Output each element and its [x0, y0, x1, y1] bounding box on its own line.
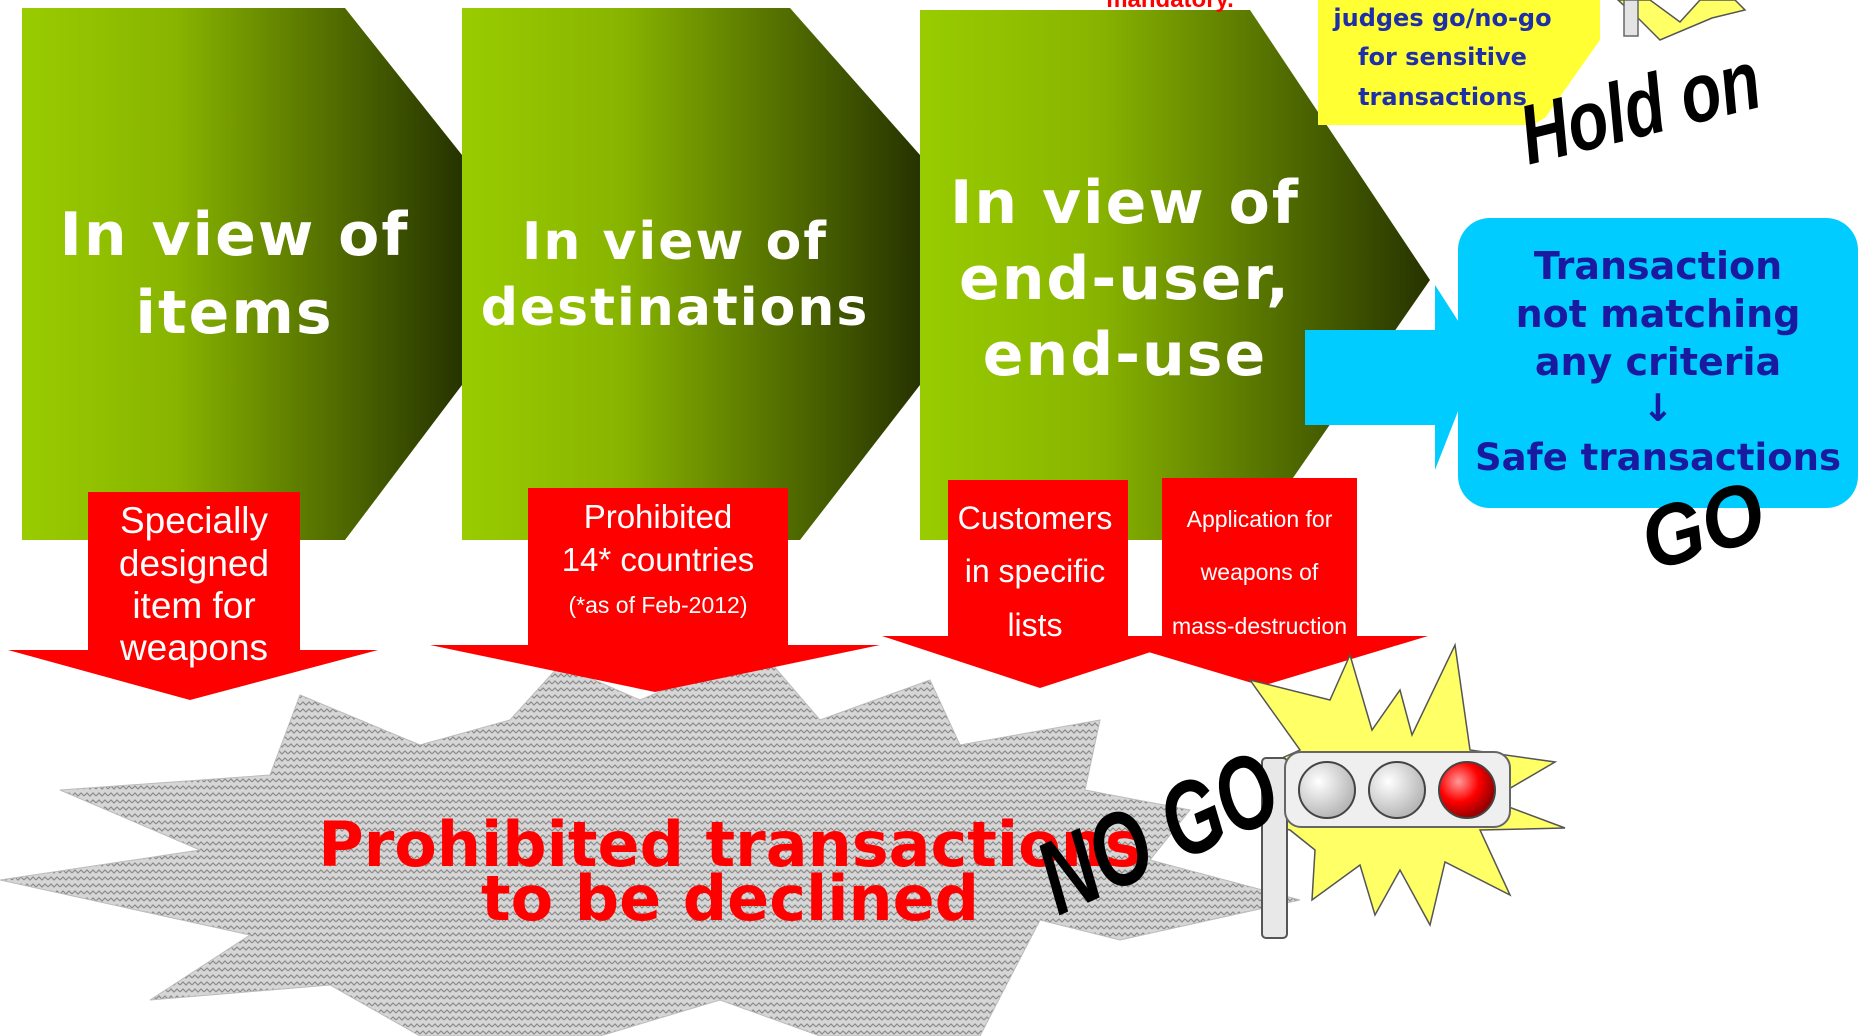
stage-title-items-line-2: items	[135, 278, 334, 348]
yellow-note-line-2: for sensitive	[1358, 43, 1527, 71]
traffic-light-post	[1261, 757, 1288, 939]
criteria-end-user-line-3: lists	[1007, 607, 1063, 643]
criteria-wmd-line-3: mass-destruction	[1171, 613, 1348, 639]
hold-signal-post	[1623, 0, 1639, 37]
yellow-lamp-off	[1368, 761, 1426, 819]
safe-arrow	[1305, 285, 1480, 470]
stage-title-end-user-line-3: end-use	[982, 320, 1268, 390]
safe-box-line-1: Transaction	[1533, 244, 1783, 288]
yellow-note-box	[1318, 0, 1600, 125]
stage-title-items-line-1: In view of	[59, 200, 410, 270]
outcome-line-2: to be declined	[480, 862, 980, 935]
criteria-destinations-line-1: Prohibited	[583, 498, 733, 535]
criteria-arrow-items	[8, 492, 378, 700]
criteria-wmd-line-2: weapons of	[1200, 559, 1319, 585]
stage-chevron-items	[22, 8, 462, 540]
safe-box-result: Safe transactions	[1474, 436, 1841, 479]
criteria-items-line-4: weapons	[119, 627, 269, 668]
safe-box	[1458, 218, 1858, 508]
hold-burst	[1616, 0, 1747, 41]
traffic-light	[1261, 751, 1511, 939]
criteria-items-line-2: designed	[118, 543, 270, 584]
safe-box-line-3: any criteria	[1534, 340, 1782, 384]
red-lamp-on	[1438, 761, 1496, 819]
stage-title-destinations-line-2: destinations	[480, 278, 870, 338]
criteria-arrow-destinations	[430, 488, 880, 692]
criteria-items-line-3: item for	[132, 585, 256, 626]
criteria-end-user-line-2: in specific	[964, 553, 1106, 589]
yellow-note-line-3: transactions	[1358, 83, 1527, 111]
safe-box-line-2: not matching	[1515, 292, 1801, 336]
criteria-destinations-line-2: 14* countries	[561, 541, 755, 578]
stage-title-destinations-line-1: In view of	[522, 212, 828, 272]
stage-chevron-destinations	[462, 8, 920, 540]
criteria-wmd-line-1: Application for	[1186, 506, 1333, 532]
stage-title-end-user-line-1: In view of	[950, 168, 1300, 238]
stage-chevron-end-user	[920, 10, 1430, 540]
top-cut-text: mandatory.	[1075, 0, 1265, 14]
criteria-arrow-wmd	[1095, 478, 1428, 686]
criteria-items-line-1: Specially	[119, 500, 269, 541]
yellow-note-line-1: judges go/no-go	[1333, 4, 1552, 32]
outcome-line-1: Prohibited transactions	[318, 808, 1142, 881]
safe-box-arrow: ↓	[1642, 386, 1674, 430]
criteria-destinations-note: (*as of Feb-2012)	[568, 592, 748, 618]
criteria-end-user-line-1: Customers	[957, 500, 1113, 536]
stage-title-end-user-line-2: end-user,	[959, 244, 1291, 314]
green-lamp-off	[1298, 761, 1356, 819]
